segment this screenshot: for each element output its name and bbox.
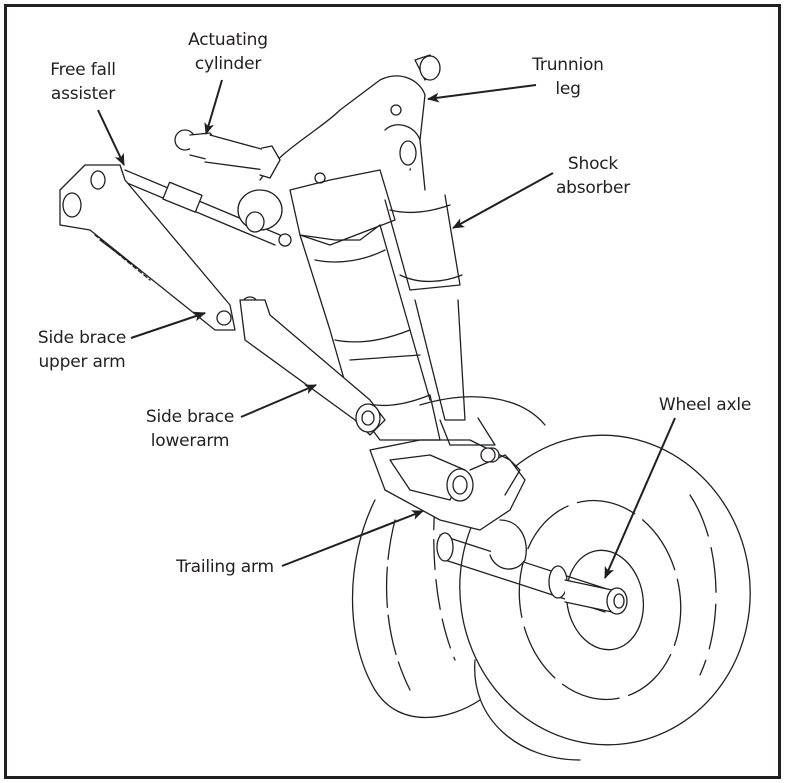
arrow-side-brace-lower-arm bbox=[240, 384, 317, 418]
arrow-free-fall-assister bbox=[97, 109, 125, 166]
label-line: absorber bbox=[555, 178, 631, 198]
label-line: leg bbox=[555, 79, 581, 99]
free-fall-assister-part bbox=[119, 169, 292, 247]
leader-arrows bbox=[97, 79, 676, 579]
label-free-fall-assister: Free fall assister bbox=[42, 58, 124, 106]
label-line: Wheel axle bbox=[658, 395, 752, 415]
side-brace-lower-arm-part bbox=[239, 299, 386, 436]
label-line: assister bbox=[50, 84, 116, 104]
label-actuating-cylinder: Actuating cylinder bbox=[178, 28, 278, 76]
label-wheel-axle: Wheel axle bbox=[655, 393, 755, 417]
label-line: Shock bbox=[567, 154, 619, 174]
arrow-trailing-arm bbox=[281, 510, 424, 567]
side-brace-upper-arm-part bbox=[59, 164, 259, 331]
label-line: cylinder bbox=[194, 54, 262, 74]
label-line: Trunnion bbox=[532, 55, 604, 75]
trailing-arm-part bbox=[369, 439, 526, 531]
actuating-cylinder-part bbox=[174, 129, 281, 179]
front-wheel bbox=[459, 434, 751, 761]
label-trunnion-leg: Trunnion leg bbox=[523, 53, 613, 101]
diagram-frame bbox=[4, 4, 781, 779]
arrow-side-brace-upper-arm bbox=[130, 311, 206, 339]
label-line: Actuating bbox=[188, 30, 268, 50]
trunnion-leg-part bbox=[259, 54, 441, 246]
label-line: upper arm bbox=[38, 352, 126, 372]
label-trailing-arm: Trailing arm bbox=[170, 555, 280, 579]
label-line: Side brace bbox=[37, 328, 127, 348]
label-side-brace-upper-arm: Side brace upper arm bbox=[34, 326, 130, 374]
label-line: Free fall bbox=[50, 60, 116, 80]
arrow-actuating-cylinder bbox=[204, 79, 223, 135]
label-line: lowerarm bbox=[150, 431, 230, 451]
arrow-wheel-axle bbox=[604, 417, 676, 579]
arrow-trunnion-leg bbox=[427, 84, 537, 103]
axle bbox=[436, 519, 628, 615]
arrow-shock-absorber bbox=[452, 172, 554, 229]
label-line: Trailing arm bbox=[176, 557, 274, 577]
label-side-brace-lower-arm: Side brace lowerarm bbox=[142, 405, 238, 453]
label-line: Side brace bbox=[145, 407, 235, 427]
label-shock-absorber: Shock absorber bbox=[548, 152, 638, 200]
shock-absorber-part bbox=[384, 124, 496, 463]
